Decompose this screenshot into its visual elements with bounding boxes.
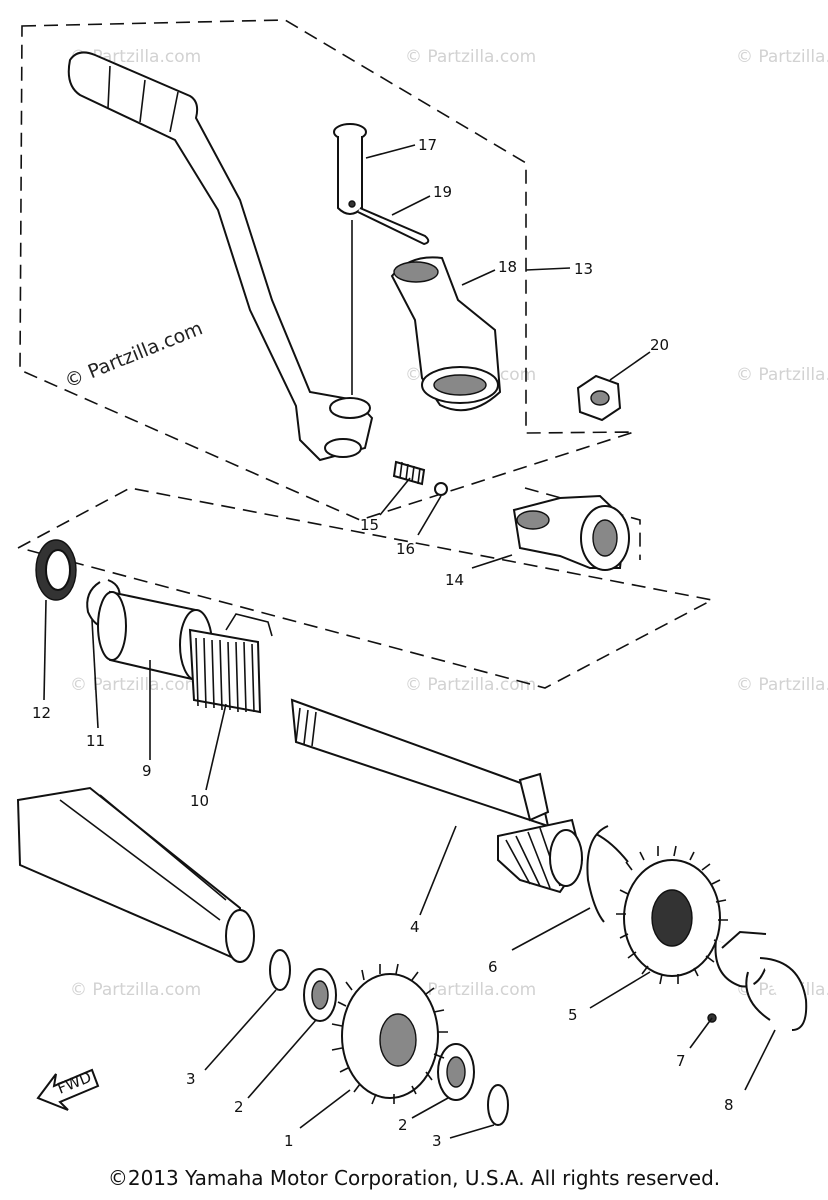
callout-5: 5 <box>568 1006 578 1024</box>
circlip-6 <box>586 825 629 923</box>
callout-3a: 3 <box>186 1070 196 1088</box>
callout-19: 19 <box>433 183 452 201</box>
kick-boss-14 <box>512 494 630 571</box>
kick-joint-18 <box>390 256 502 412</box>
pin-17 <box>333 123 367 395</box>
watermark: © Partzilla.com <box>70 980 201 1000</box>
callout-15: 15 <box>360 516 379 534</box>
callout-12: 12 <box>32 704 51 722</box>
callout-7: 7 <box>676 1052 686 1070</box>
circlip-3 <box>269 949 509 1126</box>
callout-2a: 2 <box>234 1098 244 1116</box>
watermark: © Partzilla.com <box>405 980 536 1000</box>
kick-shaft-4 <box>290 698 584 894</box>
callout-20: 20 <box>650 336 669 354</box>
idle-gear-1 <box>331 963 448 1105</box>
callout-10: 10 <box>190 792 209 810</box>
callout-11: 11 <box>86 732 105 750</box>
watermark: © Partzilla.com <box>405 47 536 67</box>
ball-16 <box>434 482 448 496</box>
callout-16: 16 <box>396 540 415 558</box>
callout-labels: 17 19 18 13 20 15 16 14 12 11 9 10 4 6 5… <box>32 136 734 1150</box>
watermark: © Partzilla.com <box>736 47 828 67</box>
callout-2b: 2 <box>398 1116 408 1134</box>
callout-18: 18 <box>498 258 517 276</box>
callout-14: 14 <box>445 571 464 589</box>
watermark-main: © Partzilla.com <box>62 317 206 392</box>
callout-3b: 3 <box>432 1132 442 1150</box>
main-axle <box>16 786 255 963</box>
torsion-spring-10 <box>188 613 273 714</box>
spring-15 <box>392 460 426 486</box>
callout-1: 1 <box>284 1132 294 1150</box>
group-outline-13 <box>19 19 635 521</box>
watermark: © Partzilla.com <box>736 365 828 385</box>
watermark: © Partzilla.com <box>70 675 201 695</box>
callout-17: 17 <box>418 136 437 154</box>
circlip-8 <box>745 957 808 1031</box>
callout-9: 9 <box>142 762 152 780</box>
callout-4: 4 <box>410 918 420 936</box>
washer-2 <box>303 968 475 1101</box>
watermark: © Partzilla.com <box>736 675 828 695</box>
copyright-notice: ©2013 Yamaha Motor Corporation, U.S.A. A… <box>107 1166 721 1190</box>
ratchet-gear-5 <box>616 845 728 985</box>
leader-lines <box>43 144 776 1139</box>
kick-crank-lever <box>67 51 374 462</box>
nut-20 <box>576 374 622 422</box>
callout-6: 6 <box>488 958 498 976</box>
fwd-arrow-icon: FWD <box>36 1068 100 1111</box>
watermark: © Partzilla.com <box>405 675 536 695</box>
cotter-pin-19 <box>357 207 430 246</box>
oil-seal-12 <box>35 539 77 601</box>
group-outline-shaft <box>17 487 715 689</box>
callout-13: 13 <box>574 260 593 278</box>
callout-8: 8 <box>724 1096 734 1114</box>
